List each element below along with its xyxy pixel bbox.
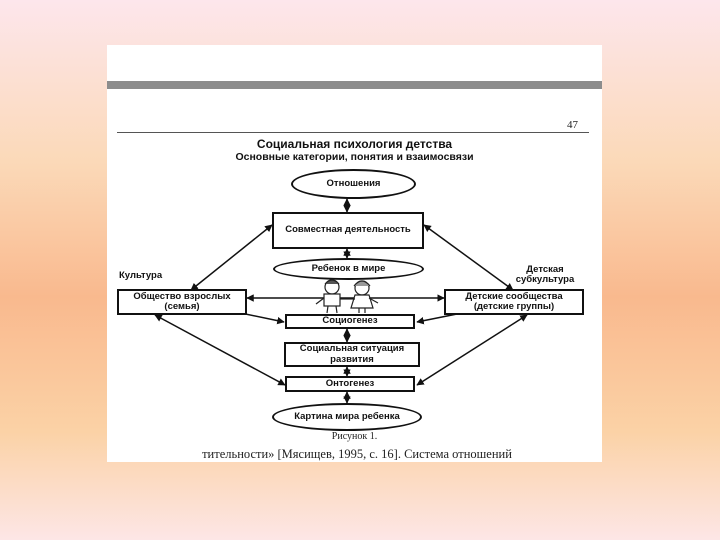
- connector-arrows: [107, 45, 602, 462]
- node-ontogenesis: Онтогенез: [285, 376, 415, 392]
- arrow-children-onto: [417, 315, 527, 385]
- arrow-adult-joint: [191, 225, 272, 290]
- children-illustration-icon: [312, 278, 384, 314]
- figure-caption: Рисунок 1.: [107, 431, 602, 442]
- node-adult-society: Общество взрослых (семья): [117, 289, 247, 315]
- slide: 47 Социальная психология детства Основны…: [107, 45, 602, 462]
- node-joint-activity: Совместная деятельность: [272, 212, 424, 249]
- node-children-communities: Детские сообщества (детские группы): [444, 289, 584, 315]
- arrow-children-joint: [424, 225, 513, 290]
- node-social-situation: Социальная ситуация развития: [284, 342, 420, 367]
- label-child-subculture: Детская субкультура: [505, 265, 585, 286]
- node-relations: Отношения: [291, 169, 416, 199]
- node-sociogenesis: Социогенез: [285, 314, 415, 329]
- node-child-in-world: Ребенок в мире: [273, 258, 424, 280]
- arrow-adult-onto: [155, 315, 285, 385]
- label-culture: Культура: [119, 271, 162, 281]
- body-text-fragment: тительности» [Мясищев, 1995, с. 16]. Сис…: [117, 447, 597, 462]
- node-child-worldview: Картина мира ребенка: [272, 403, 422, 431]
